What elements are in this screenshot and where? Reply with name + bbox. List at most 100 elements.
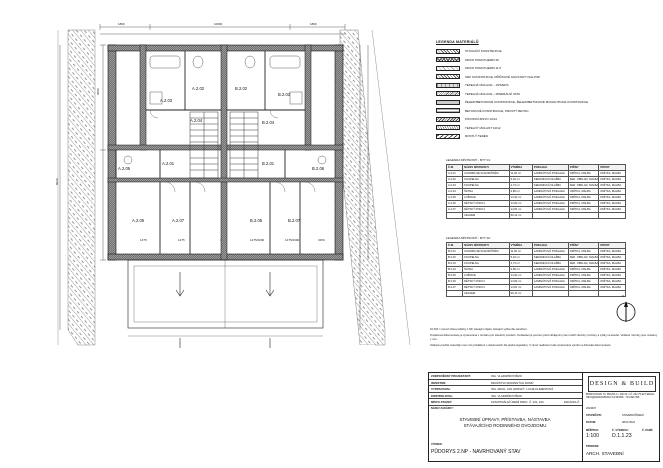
tb-drawing-label: VÝKRES: xyxy=(431,443,443,446)
tb-drawing-name: PŮDORYS 2.NP - NAVRHOVANÝ STAV xyxy=(431,449,521,455)
legend-item: ROSTLÝ TERÉN xyxy=(436,132,596,141)
tb-site-extra: ZAKÁZKA Č. xyxy=(563,400,580,404)
legend-item: TEPELNÝ IZOLANT 10/12 xyxy=(436,124,596,133)
tb-site-value: KATASTRÁLNÍ ÚZEMÍ PARC. Č. 431, 433 xyxy=(491,400,544,404)
legend-swatch xyxy=(436,108,460,114)
room-table-a-title: LEGENDA MÍSTNOSTÍ - BYT 01: xyxy=(446,158,491,162)
room-label-b201: B.2.01 xyxy=(262,161,275,166)
dim-left-a: 6000 xyxy=(96,88,100,95)
legend-label: SDK KONSTRUKCE, PŘÍČKOVÉ SOUSTAVY DLE PS… xyxy=(465,74,541,79)
legend-label: STÁVAJÍCÍ KONSTRUKCE xyxy=(465,49,502,54)
table-cell xyxy=(567,289,600,297)
room-table-b: LEGENDA MÍSTNOSTÍ - BYT 02: Č.M.NÁZEV MÍ… xyxy=(445,236,626,297)
tb-site-key: MÍSTO STAVBY: xyxy=(431,400,453,404)
tb-checked-key: KONTROLOVAL: xyxy=(431,393,454,398)
tb-stage-label: STUPEŇ PD: xyxy=(586,414,602,417)
company-address: BORIVOJOVA 73, PRAHA 3 • 130 00 • IČ: 24… xyxy=(586,393,655,400)
legend-list: STÁVAJÍCÍ KONSTRUKCE ZDIVO POROTHERM 30 ZD… xyxy=(436,47,596,141)
note-3: Veškeré použité materiály musí mít prohl… xyxy=(430,343,612,347)
tb-designer-key: ZODPOVĚDNÝ PROJEKTANT: xyxy=(431,374,471,378)
dimension-lines xyxy=(59,24,369,330)
tb-scale-value: 1:100 xyxy=(586,433,599,439)
tb-stage-value: STAVEBNÍ ŘÍZENÍ xyxy=(622,414,644,417)
tb-prof-label: PROFESE: xyxy=(586,445,600,448)
general-notes: ±0,000 = úroveň čisté podlahy 1.NP, stáv… xyxy=(430,328,658,350)
dim-bot-d: 1475/2090 xyxy=(250,238,265,242)
dim-top-a: 1800 xyxy=(118,22,125,26)
tb-author-key: VYPRACOVAL: xyxy=(431,387,452,391)
legend-item: TEPELNÁ IZOLACE – XPS/EPS xyxy=(436,81,596,90)
room-table-a: LEGENDA MÍSTNOSTÍ - BYT 01: Č.M.NÁZEV MÍ… xyxy=(445,158,626,219)
tb-designer-value: ING. VLADIMÍR POŠMO xyxy=(491,374,522,378)
tb-author-value: ING. ARCH. JAN HORSKÝ, LUCIE KLIMENTOVÁ xyxy=(491,387,554,391)
tb-investor-key: INVESTOR: xyxy=(431,380,447,385)
legend-label: PŮVODNÍ ZDIVO 10/12 xyxy=(465,117,498,122)
table-cell: CELKEM xyxy=(462,289,510,297)
table-cell xyxy=(598,289,626,297)
legend-item: ŽELEZOBETONOVÉ KONSTRUKCE, ŽELEZOBETONOV… xyxy=(436,98,596,107)
sanitary-fixtures xyxy=(123,55,327,165)
table-cell xyxy=(531,289,569,297)
room-label-b207: B.2.07 xyxy=(288,218,301,223)
legend-swatch xyxy=(436,82,460,88)
room-label-b203: B.2.03 xyxy=(278,92,291,97)
tb-row-checked: KONTROLOVAL: ING. VLADIMÍR POŠMO xyxy=(429,393,582,399)
terrace-outline xyxy=(95,259,375,348)
table-cell xyxy=(531,211,569,219)
table-cell xyxy=(598,211,626,219)
tb-investor-value: DRUŽSTVO RODINNÝCH DOMŮ xyxy=(491,380,534,385)
tb-scale-label: MĚŘÍTKO: xyxy=(586,429,599,432)
legend-swatch xyxy=(436,65,460,71)
legend-item: TEPELNÁ IZOLACE – MINERÁLNÍ VATA xyxy=(436,90,596,99)
legend-swatch xyxy=(436,133,460,139)
legend-item: SDK KONSTRUKCE, PŘÍČKOVÉ SOUSTAVY DLE PS… xyxy=(436,73,596,82)
floor-plan-drawing: 1800 10600 1800 6000 8910 1475 1475 3150… xyxy=(55,22,411,348)
tb-prof-value: ARCH. STAVEBNÍ xyxy=(586,451,624,456)
tb-project-name: STAVEBNÍ ÚPRAVY, PŘÍSTAVBA, NÁSTAVBA STÁ… xyxy=(459,417,551,428)
staircases xyxy=(189,111,259,179)
dim-left-b: 8910 xyxy=(55,178,59,185)
legend-swatch xyxy=(436,125,460,131)
tb-sheet-value: D.1.1.23 xyxy=(612,433,632,439)
tb-row-author: VYPRACOVAL: ING. ARCH. JAN HORSKÝ, LUCIE… xyxy=(429,386,582,393)
dim-bot-b: 1475 xyxy=(178,238,185,242)
legend-item: ZDIVO POROTHERM 11.5 xyxy=(436,64,596,73)
legend-label: ZDIVO POROTHERM 30 xyxy=(465,57,499,62)
legend-swatch xyxy=(436,48,460,54)
company-logo: DESIGN & BUILD xyxy=(588,376,656,392)
note-2: Projektová dokumentace je zpracována v r… xyxy=(430,334,658,341)
legend-item: BETONOVÉ KONSTRUKCE, PROSTÝ BETON xyxy=(436,107,596,116)
legend-label: TEPELNÁ IZOLACE – MINERÁLNÍ VATA xyxy=(465,91,521,96)
dim-bot-a: 1475 xyxy=(140,238,147,242)
tb-sheet-label: Č. VÝKRESU: xyxy=(612,429,629,432)
tb-project-label: NÁZEV ZAKÁZKY: xyxy=(431,407,454,410)
interior-partitions xyxy=(115,51,305,254)
table-cell xyxy=(445,289,464,297)
room-label-b204: B.2.04 xyxy=(262,120,275,125)
legend-label: BETONOVÉ KONSTRUKCE, PROSTÝ BETON xyxy=(465,108,529,113)
table-cell: CELKEM xyxy=(462,211,510,219)
tb-row-investor: INVESTOR: DRUŽSTVO RODINNÝCH DOMŮ xyxy=(429,380,582,386)
legend-swatch xyxy=(436,91,460,97)
tb-date-value: 08.02.2024 xyxy=(622,421,635,424)
room-label-a207: A.2.07 xyxy=(172,218,185,223)
legend-swatch xyxy=(436,57,460,63)
tb-checked-value: ING. VLADIMÍR POŠMO xyxy=(491,393,522,398)
table-cell xyxy=(445,211,464,219)
table-cell xyxy=(567,211,600,219)
door-swings xyxy=(149,109,316,193)
room-label-a203: A.2.03 xyxy=(160,98,173,103)
room-label-a201: A.2.01 xyxy=(162,161,175,166)
room-label-b206: B.2.06 xyxy=(312,166,325,171)
tb-part-label: Č. PARÉ: xyxy=(642,429,654,432)
title-block-left: ZODPOVĚDNÝ PROJEKTANT: ING. VLADIMÍR POŠ… xyxy=(429,373,583,461)
table-cell: 69,14 m² xyxy=(508,289,533,297)
legend-swatch xyxy=(436,116,460,122)
note-1: ±0,000 = úroveň čisté podlahy 1.NP, stáv… xyxy=(430,328,528,331)
